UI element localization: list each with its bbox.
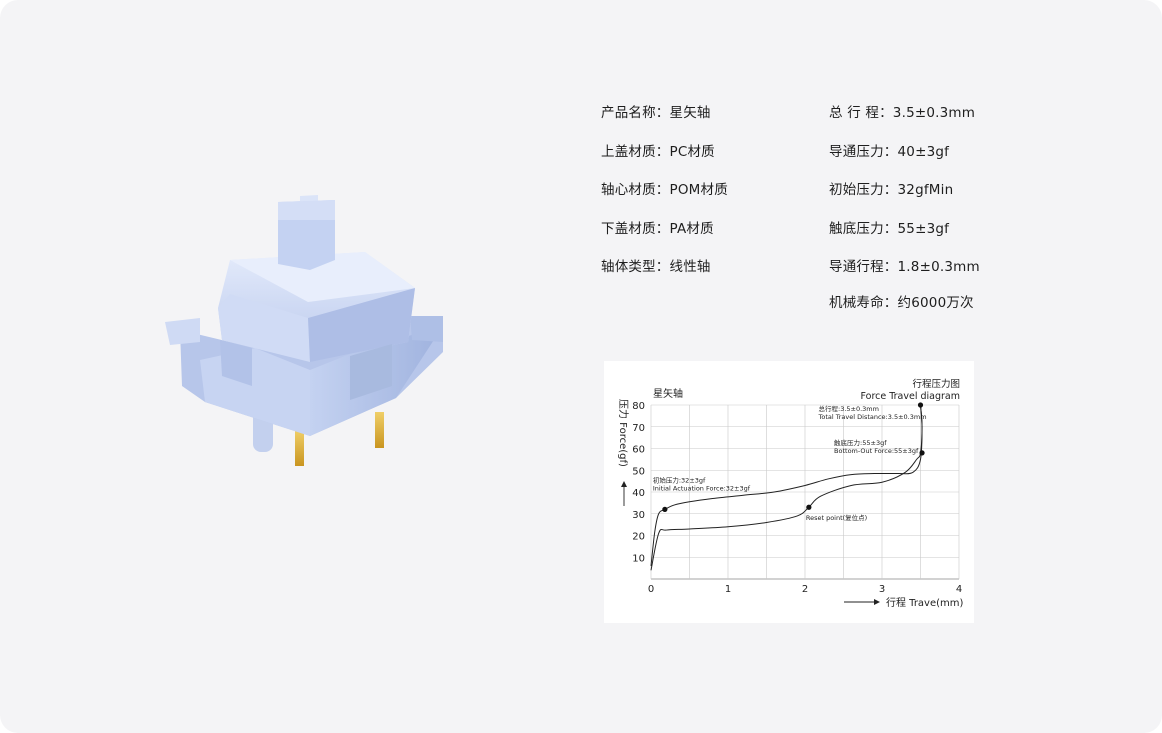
spec-switch-type: 轴体类型：线性轴 [601,259,711,275]
annotation-dot [919,450,925,456]
spec-total-travel: 总 行 程：3.5±0.3mm [829,105,976,121]
y-axis-arrow [621,481,627,506]
spec-actuation-force: 导通压力：40±3gf [829,144,950,160]
x-tick-label: 3 [879,584,885,595]
y-tick-label: 10 [632,553,645,564]
y-tick-label: 30 [632,510,645,521]
spec-stem: 轴心材质：POM材质 [601,182,728,198]
spec-actuation-travel: 导通行程：1.8±0.3mm [829,259,980,275]
chart-subtitle: Force Travel diagram [861,391,961,402]
chart-grid [650,404,960,580]
annotation-dot [806,504,812,510]
annotation-dot [917,402,924,408]
spec-bottom-out-force: 触底压力：55±3gf [829,221,950,237]
switch-image [160,190,460,480]
x-tick-label: 4 [956,584,962,595]
spec-top-housing: 上盖材质：PC材质 [601,144,715,160]
chart-svg: 0 1 2 3 4 10 20 30 40 50 60 70 80 初始压力:32±3gfInitial… [617,378,964,609]
annotation-label: 总行程:3.5±0.3mm [819,404,879,413]
x-axis-arrow [844,599,880,605]
y-tick-label: 70 [632,423,645,434]
x-tick-label: 0 [648,584,654,595]
annotation-label: 初始压力:32±3gf [653,475,706,484]
x-tick-label: 1 [725,584,731,595]
annotation-label: Reset point(复位点) [806,513,867,522]
spec-list: 产品名称：星矢轴 上盖材质：PC材质 轴心材质：POM材质 下盖材质：PA材质 … [601,96,1021,326]
x-tick-label: 2 [802,584,808,595]
chart-series-label: 星矢轴 [653,387,683,400]
annotation-label: 触底压力:55±3gf [834,438,887,447]
y-tick-label: 40 [632,488,645,499]
force-curve [650,404,923,571]
spec-product-name: 产品名称：星矢轴 [601,105,711,121]
spec-lifespan: 机械寿命：约6000万次 [829,295,974,311]
annotation-label: Bottom-Out Force:55±3gf [834,447,919,455]
chart-ticks: 0 1 2 3 4 10 20 30 40 50 60 70 80 [632,401,962,595]
y-tick-label: 50 [632,466,645,477]
chart-x-label: 行程 Trave(mm) [886,596,964,609]
annotation-dot [662,506,668,512]
chart-y-label: 压力 Force(gf) [617,399,630,467]
y-tick-label: 20 [632,532,645,543]
annotation-label: Initial Actuation Force:32±3gf [653,484,751,492]
y-tick-label: 60 [632,445,645,456]
chart-title: 行程压力图 [912,378,960,390]
y-tick-label: 80 [632,401,645,412]
spec-bottom-housing: 下盖材质：PA材质 [601,221,714,237]
spec-initial-force: 初始压力：32gfMin [829,182,954,198]
annotation-label: Total Travel Distance:3.5±0.3mm [818,413,927,421]
